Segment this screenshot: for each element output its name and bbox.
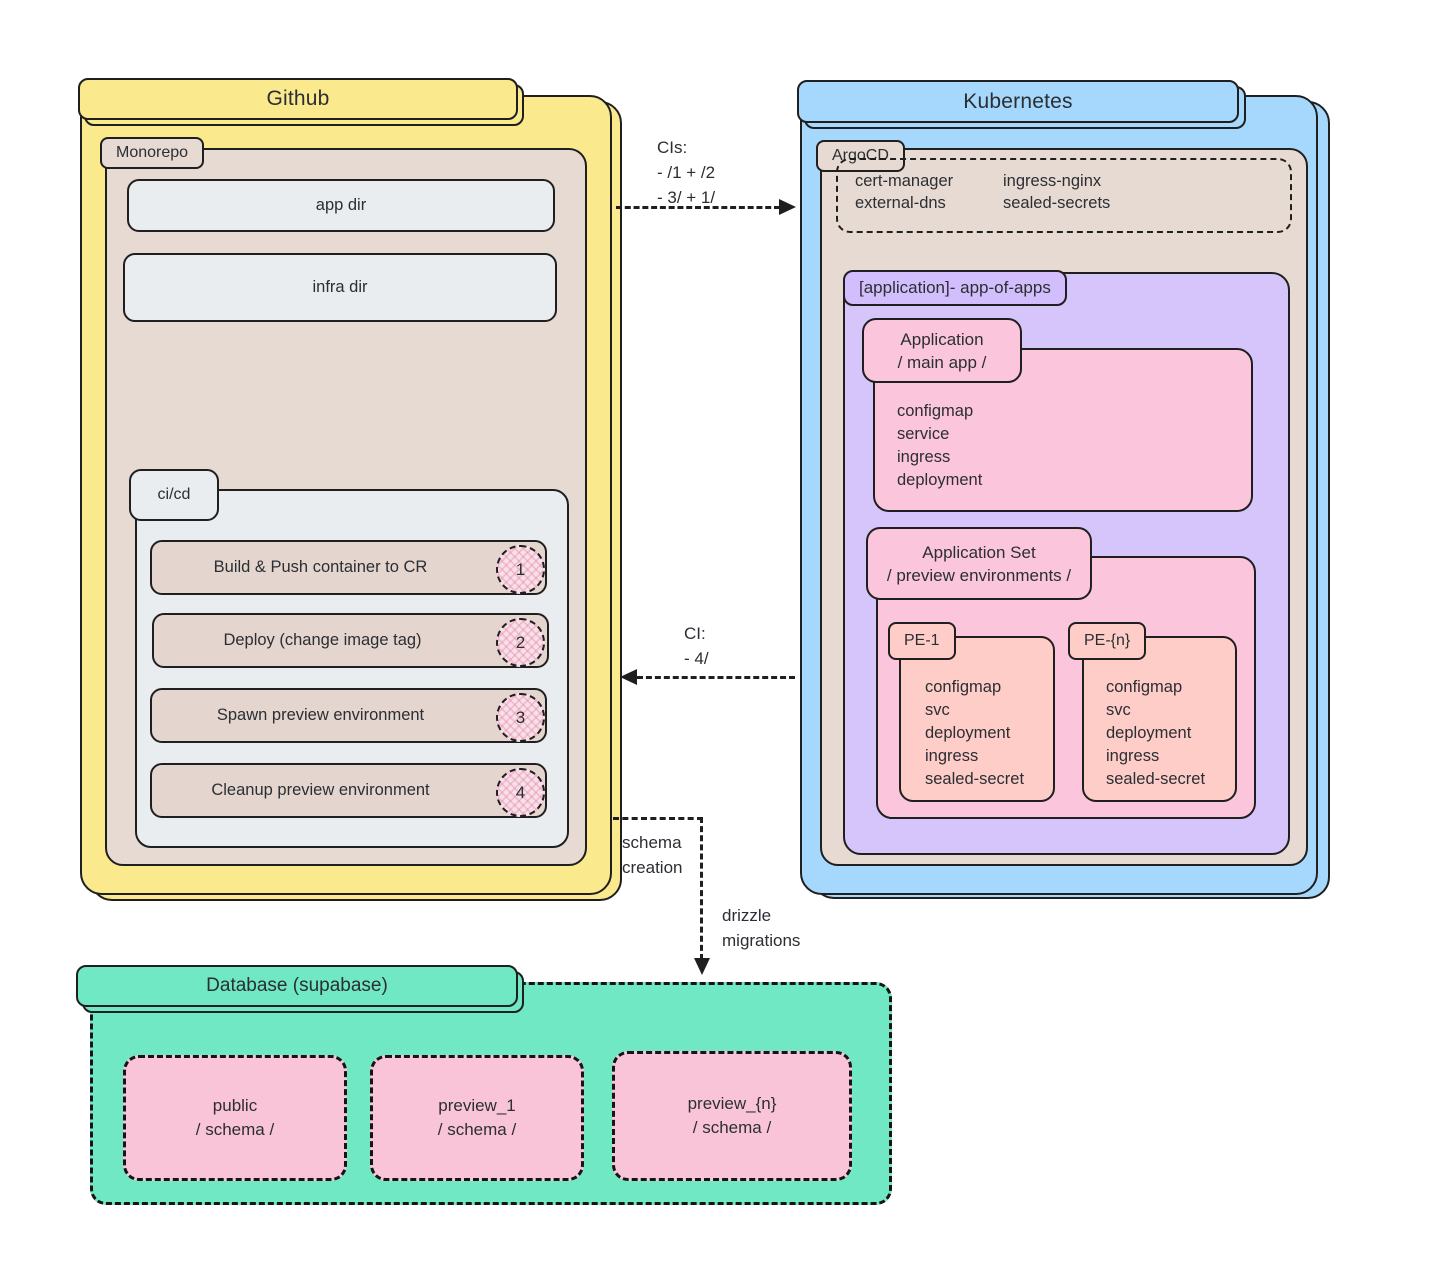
- resource-configmap: configmap: [897, 402, 974, 420]
- app-of-apps-label: [application]- app-of-apps: [843, 270, 1067, 306]
- schema-type: / schema /: [195, 1120, 275, 1139]
- monorepo-label: Monorepo: [100, 137, 205, 169]
- github-title-text: Github: [266, 87, 330, 110]
- flow-label-drizzle-migrations: drizzle migrations: [722, 903, 842, 953]
- flow-label-cis: CIs: - /1 + /2 - 3/ + 1/: [657, 110, 715, 210]
- infra-dir-text: infra dir: [312, 278, 368, 296]
- flow-label-ci: CI: - 4/: [684, 596, 709, 671]
- monorepo-label-text: Monorepo: [116, 144, 189, 161]
- cicd-label-text: ci/cd: [157, 486, 191, 503]
- resource-configmap: configmap: [1106, 678, 1183, 696]
- step-label: Build & Push container to CR: [213, 558, 428, 576]
- kubernetes-title-text: Kubernetes: [963, 89, 1073, 113]
- step-label: Deploy (change image tag): [223, 631, 422, 649]
- pe-1-resource-list: configmap svc deployment ingress sealed-…: [925, 676, 1024, 791]
- pe-n-label-text: PE-{n}: [1084, 632, 1131, 649]
- application-set-label-text: Application Set / preview environments /: [886, 542, 1072, 585]
- resource-svc: svc: [925, 701, 950, 719]
- schema-type: / schema /: [437, 1120, 517, 1139]
- step-number-badge: 2: [496, 618, 545, 667]
- infra-dir-box: infra dir: [123, 253, 557, 322]
- resource-deployment: deployment: [1106, 724, 1192, 742]
- resource-deployment: deployment: [925, 724, 1011, 742]
- step-number-text: 4: [515, 782, 526, 802]
- arrowhead-left-icon: [620, 669, 637, 685]
- schema-name: preview_{n}: [687, 1094, 777, 1113]
- schema-preview-n: preview_{n} / schema /: [612, 1051, 852, 1181]
- step-number-badge: 3: [496, 693, 545, 742]
- pe-n-resource-list: configmap svc deployment ingress sealed-…: [1106, 676, 1205, 791]
- step-build-push: Build & Push container to CR: [150, 540, 547, 595]
- step-number-text: 3: [515, 707, 526, 727]
- arrow-schema-horizontal: [613, 817, 703, 820]
- resource-ingress: ingress: [925, 747, 979, 765]
- step-number-text: 1: [515, 559, 526, 579]
- resource-ingress: ingress: [897, 448, 951, 466]
- schema-preview-1: preview_1 / schema /: [370, 1055, 584, 1181]
- app-dir-text: app dir: [315, 196, 367, 214]
- resource-ingress: ingress: [1106, 747, 1160, 765]
- pe-n-box: configmap svc deployment ingress sealed-…: [1082, 636, 1237, 802]
- resource-deployment: deployment: [897, 471, 983, 489]
- addon-sealed-secrets: sealed-secrets: [1003, 194, 1111, 212]
- kubernetes-title: Kubernetes: [797, 80, 1239, 123]
- addon-ingress-nginx: ingress-nginx: [1003, 172, 1102, 190]
- schema-name: preview_1: [438, 1096, 516, 1115]
- app-dir-box: app dir: [127, 179, 555, 232]
- resource-sealed-secret: sealed-secret: [1106, 770, 1206, 788]
- addon-cert-manager: cert-manager: [855, 172, 954, 190]
- schema-creation-text: schema creation: [622, 833, 683, 877]
- arrow-k8s-to-github: [637, 676, 795, 679]
- pe-1-box: configmap svc deployment ingress sealed-…: [899, 636, 1055, 802]
- arrow-github-to-k8s: [616, 206, 780, 209]
- flow-ci-text: CI: - 4/: [684, 624, 709, 668]
- schema-name: public: [212, 1096, 258, 1115]
- step-spawn-preview: Spawn preview environment: [150, 688, 547, 743]
- pe-1-label-text: PE-1: [904, 632, 940, 649]
- step-deploy: Deploy (change image tag): [152, 613, 549, 668]
- github-title: Github: [78, 78, 518, 120]
- application-set-label: Application Set / preview environments /: [866, 527, 1092, 600]
- step-cleanup-preview: Cleanup preview environment: [150, 763, 547, 818]
- resource-sealed-secret: sealed-secret: [925, 770, 1025, 788]
- resource-service: service: [897, 425, 950, 443]
- application-label: Application / main app /: [862, 318, 1022, 383]
- cicd-label: ci/cd: [129, 469, 219, 521]
- schema-public: public / schema /: [123, 1055, 347, 1181]
- arrowhead-down-icon: [694, 958, 710, 975]
- cluster-addons-box: cert-manager ingress-nginx external-dns …: [836, 158, 1292, 233]
- step-label: Cleanup preview environment: [211, 781, 430, 799]
- pe-n-label: PE-{n}: [1068, 622, 1147, 660]
- flow-label-schema-creation: schema creation: [622, 830, 714, 880]
- arrowhead-right-icon: [779, 199, 796, 215]
- flow-cis-text: CIs: - /1 + /2 - 3/ + 1/: [657, 138, 716, 207]
- application-resource-list: configmap service ingress deployment: [897, 400, 982, 492]
- step-number-text: 2: [515, 632, 526, 652]
- drizzle-migrations-text: drizzle migrations: [722, 906, 801, 950]
- addon-external-dns: external-dns: [855, 194, 946, 212]
- database-title: Database (supabase): [76, 965, 518, 1007]
- resource-configmap: configmap: [925, 678, 1002, 696]
- schema-type: / schema /: [692, 1118, 772, 1137]
- arrow-schema-vertical: [700, 817, 703, 960]
- resource-svc: svc: [1106, 701, 1131, 719]
- application-label-text: Application / main app /: [897, 329, 987, 372]
- step-label: Spawn preview environment: [216, 706, 425, 724]
- step-number-badge: 1: [496, 545, 545, 594]
- database-title-text: Database (supabase): [206, 975, 388, 996]
- app-of-apps-label-text: [application]- app-of-apps: [859, 278, 1051, 297]
- step-number-badge: 4: [496, 768, 545, 817]
- pe-1-label: PE-1: [888, 622, 956, 660]
